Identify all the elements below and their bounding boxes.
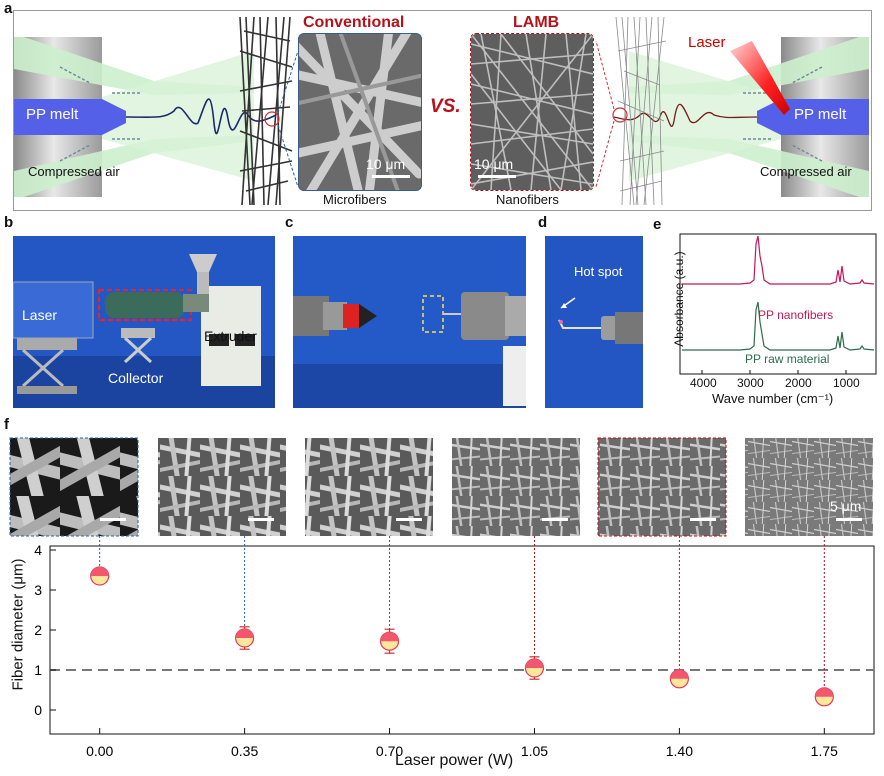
scale-label-left: 10 μm — [366, 156, 406, 172]
data-point-top-half-4 — [670, 669, 689, 679]
data-point-top-half-2 — [380, 632, 399, 642]
nano-caption: Nanofibers — [496, 192, 559, 207]
right-fiber-mat — [615, 16, 667, 206]
right-air-cone — [629, 51, 781, 181]
chart-xlabel: Laser power (W) — [395, 752, 514, 769]
sem-thumb-0 — [9, 437, 139, 537]
panel-e-label: e — [653, 216, 662, 233]
left-fiber-wave — [125, 98, 277, 135]
y-tick-label-1: 1 — [34, 662, 42, 678]
x-tick-label-0.70: 0.70 — [376, 743, 403, 759]
ftir-series-top-label: PP nanofibers — [758, 308, 834, 322]
micro-caption: Microfibers — [323, 192, 387, 207]
ftir-tick-1000: 1000 — [833, 376, 860, 390]
ftir-tick-2000: 2000 — [785, 376, 812, 390]
sem-thumb-2 — [305, 438, 433, 536]
hot-spot-label: Hot spot — [574, 264, 623, 279]
sem-microfibers — [298, 33, 422, 191]
scale-bar-left — [372, 175, 410, 178]
lamb-title: LAMB — [513, 14, 560, 31]
ftir-xlabel: Wave number (cm⁻¹) — [712, 391, 834, 406]
laser-label: Laser — [688, 34, 726, 51]
x-tick-label-1.40: 1.40 — [666, 743, 693, 759]
panel-a-schematic — [14, 16, 869, 206]
data-point-top-half-5 — [815, 687, 834, 697]
x-tick-label-0.35: 0.35 — [231, 743, 258, 759]
setup-collector-label: Collector — [108, 370, 164, 386]
panel-a-label: a — [4, 0, 13, 17]
right-zoom-circle — [612, 107, 628, 123]
left-melt-label: PP melt — [26, 106, 79, 123]
y-tick-label-4: 4 — [34, 542, 42, 558]
data-point-top-half-3 — [525, 659, 544, 668]
conventional-title: Conventional — [303, 14, 405, 31]
ftir-series-nanofibers — [682, 235, 875, 285]
panel-f-label: f — [4, 416, 9, 433]
setup-laser-label: Laser — [22, 307, 58, 323]
sem-thumb-3 — [452, 438, 580, 536]
scale-label-right: 10 μm — [474, 156, 514, 172]
data-point-top-half-0 — [90, 567, 109, 576]
collector-drum — [105, 292, 185, 318]
photo-hot-spot — [545, 236, 643, 408]
x-tick-label-1.05: 1.05 — [521, 743, 548, 759]
panel-d-label: d — [538, 214, 548, 231]
left-zoom-circle — [264, 111, 280, 127]
sem-thumb-5 — [745, 438, 873, 536]
panel-c-label: c — [285, 214, 294, 231]
ftir-ylabel: Absorbance (a.u.) — [672, 251, 686, 347]
y-tick-label-0: 0 — [34, 702, 42, 718]
photo-nozzle — [293, 236, 526, 408]
setup-extruder-label: Extruder — [204, 328, 257, 344]
ftir-tick-4000: 4000 — [690, 376, 717, 390]
laser-beam — [730, 41, 790, 115]
scale-bar-right — [478, 175, 516, 178]
right-melt-label: PP melt — [794, 106, 847, 123]
ftir-series-bottom-label: PP raw material — [745, 352, 830, 366]
y-tick-label-3: 3 — [34, 582, 42, 598]
sem-scale-label: 5 μm — [830, 498, 862, 514]
data-point-top-half-1 — [235, 629, 254, 638]
x-tick-label-0.00: 0.00 — [86, 743, 113, 759]
vs-label: VS. — [430, 96, 461, 117]
chart-frame — [49, 545, 875, 735]
left-air-cone — [102, 51, 254, 181]
panel-a-frame — [13, 10, 872, 211]
right-air-label: Compressed air — [760, 164, 852, 179]
photo-setup — [13, 236, 275, 408]
left-melt — [14, 99, 126, 135]
sem-thumb-1 — [158, 438, 286, 536]
sem-thumb-4 — [597, 437, 727, 537]
panel-b-label: b — [4, 214, 14, 231]
ftir-series-raw — [682, 301, 875, 351]
chart-ylabel: Fiber diameter (μm) — [9, 558, 27, 691]
fiber-diameter-chart: 0 1 2 3 4 0.00 0.35 0.70 1.05 1.40 1.75 — [34, 536, 875, 759]
x-tick-label-1.75: 1.75 — [811, 743, 838, 759]
left-air-label: Compressed air — [28, 164, 120, 179]
left-fiber-mat — [239, 16, 293, 206]
sem-thumbnails — [9, 437, 873, 537]
sem-nanofibers — [470, 33, 594, 191]
ftir-tick-3000: 3000 — [737, 376, 764, 390]
y-tick-label-2: 2 — [34, 622, 42, 638]
ftir-plot — [679, 233, 877, 375]
